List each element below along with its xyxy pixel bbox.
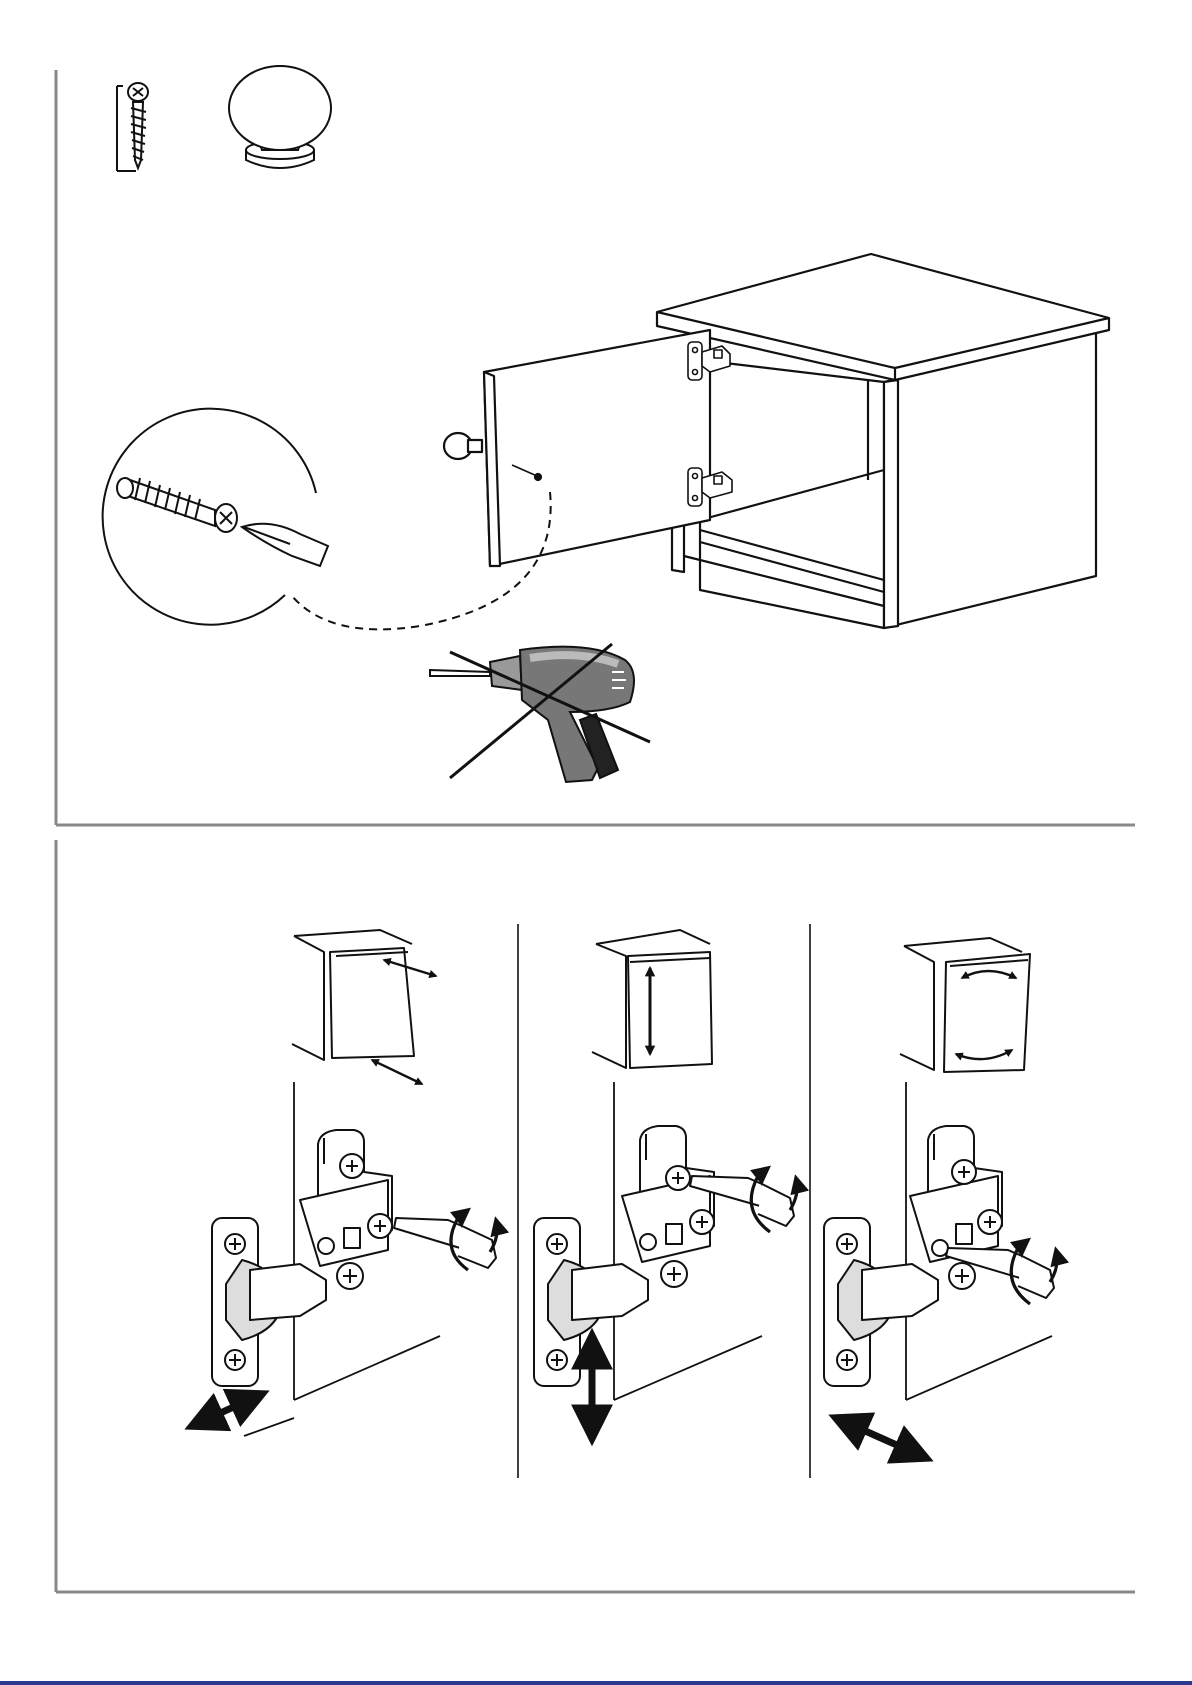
cabinet-illustration xyxy=(444,254,1109,628)
panel-height-adjust xyxy=(534,930,797,1438)
panel-depth-adjust xyxy=(192,930,497,1436)
detail-callout xyxy=(103,409,551,630)
hinge-depth-adjust xyxy=(212,1130,496,1386)
no-power-drill-icon xyxy=(430,644,650,782)
screw-icon xyxy=(117,83,148,171)
knob-icon xyxy=(229,66,331,168)
screwdriver-detail-icon xyxy=(117,478,328,566)
hinge-side-adjust xyxy=(824,1126,1054,1386)
hinge-height-adjust xyxy=(534,1126,794,1386)
panel-side-adjust xyxy=(824,938,1057,1458)
bottom-rule xyxy=(0,1681,1192,1685)
